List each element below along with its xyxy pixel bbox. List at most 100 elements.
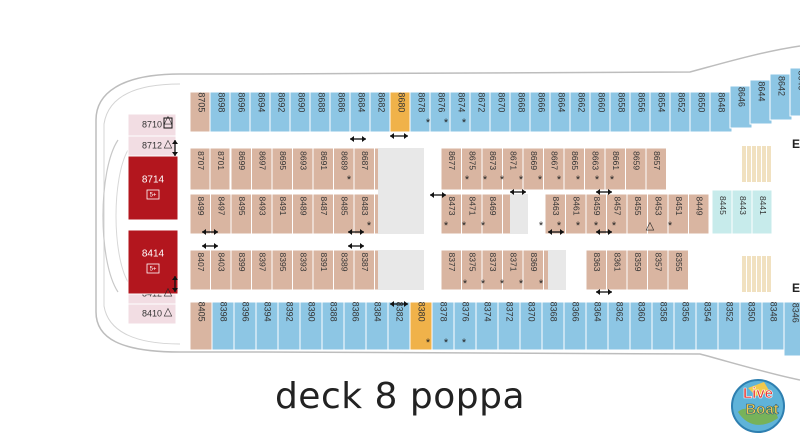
- cabin-8684[interactable]: 8684: [349, 91, 373, 133]
- cabin-8691[interactable]: 8691: [312, 147, 334, 191]
- cabin-8386[interactable]: 8386: [343, 301, 367, 351]
- cabin-8688[interactable]: 8688: [309, 91, 333, 133]
- cabin-8362[interactable]: 8362: [607, 301, 631, 351]
- cabin-8499[interactable]: 8499: [189, 193, 211, 235]
- cabin-8449[interactable]: 8449: [688, 193, 710, 235]
- cabin-8410[interactable]: 8410: [127, 303, 177, 325]
- cabin-8677[interactable]: 8677: [440, 147, 462, 191]
- cabin-8359[interactable]: 8359: [626, 249, 648, 291]
- cabin-8372[interactable]: 8372: [497, 301, 521, 351]
- cabin-8371[interactable]: 8371: [502, 249, 524, 291]
- cabin-8669[interactable]: 8669: [522, 147, 544, 191]
- cabin-8390[interactable]: 8390: [299, 301, 323, 351]
- cabin-8661[interactable]: 8661: [604, 147, 626, 191]
- cabin-8686[interactable]: 8686: [329, 91, 353, 133]
- cabin-8463[interactable]: 8463: [544, 193, 566, 235]
- cabin-8642[interactable]: 8642: [769, 73, 793, 121]
- cabin-8699[interactable]: 8699: [230, 147, 252, 191]
- cabin-8692[interactable]: 8692: [269, 91, 293, 133]
- cabin-8382[interactable]: 8382: [387, 301, 411, 351]
- cabin-8666[interactable]: 8666: [529, 91, 553, 133]
- cabin-8389[interactable]: 8389: [333, 249, 355, 291]
- cabin-8368[interactable]: 8368: [541, 301, 565, 351]
- cabin-8377[interactable]: 8377: [440, 249, 462, 291]
- cabin-8652[interactable]: 8652: [669, 91, 693, 133]
- cabin-8657[interactable]: 8657: [645, 147, 667, 191]
- cabin-8656[interactable]: 8656: [629, 91, 653, 133]
- cabin-8489[interactable]: 8489: [292, 193, 314, 235]
- cabin-8441[interactable]: 8441: [751, 189, 773, 235]
- cabin-8695[interactable]: 8695: [271, 147, 293, 191]
- cabin-8370[interactable]: 8370: [519, 301, 543, 351]
- cabin-8378[interactable]: 8378: [431, 301, 455, 351]
- cabin-8487[interactable]: 8487: [312, 193, 334, 235]
- cabin-8361[interactable]: 8361: [606, 249, 628, 291]
- cabin-8471[interactable]: 8471: [461, 193, 483, 235]
- cabin-8393[interactable]: 8393: [292, 249, 314, 291]
- cabin-8397[interactable]: 8397: [251, 249, 273, 291]
- cabin-8687[interactable]: 8687: [353, 147, 375, 191]
- cabin-8689[interactable]: 8689: [333, 147, 355, 191]
- cabin-8483[interactable]: 8483: [353, 193, 375, 235]
- cabin-8354[interactable]: 8354: [695, 301, 719, 351]
- cabin-8445[interactable]: 8445: [711, 189, 733, 235]
- cabin-8352[interactable]: 8352: [717, 301, 741, 351]
- cabin-8696[interactable]: 8696: [229, 91, 253, 133]
- cabin-8395[interactable]: 8395: [271, 249, 293, 291]
- cabin-8694[interactable]: 8694: [249, 91, 273, 133]
- cabin-8485[interactable]: 8485: [333, 193, 355, 235]
- cabin-8376[interactable]: 8376: [453, 301, 477, 351]
- cabin-8664[interactable]: 8664: [549, 91, 573, 133]
- cabin-8358[interactable]: 8358: [651, 301, 675, 351]
- cabin-8355[interactable]: 8355: [667, 249, 689, 291]
- cabin-8650[interactable]: 8650: [689, 91, 713, 133]
- cabin-8493[interactable]: 8493: [251, 193, 273, 235]
- cabin-8407[interactable]: 8407: [189, 249, 211, 291]
- cabin-8668[interactable]: 8668: [509, 91, 533, 133]
- cabin-8646[interactable]: 8646: [729, 85, 753, 129]
- cabin-8680[interactable]: 8680: [389, 91, 413, 133]
- cabin-8497[interactable]: 8497: [210, 193, 232, 235]
- cabin-8387[interactable]: 8387: [353, 249, 375, 291]
- cabin-8374[interactable]: 8374: [475, 301, 499, 351]
- cabin-8682[interactable]: 8682: [369, 91, 393, 133]
- cabin-8366[interactable]: 8366: [563, 301, 587, 351]
- cabin-8697[interactable]: 8697: [251, 147, 273, 191]
- cabin-8384[interactable]: 8384: [365, 301, 389, 351]
- cabin-8644[interactable]: 8644: [749, 79, 773, 125]
- cabin-8660[interactable]: 8660: [589, 91, 613, 133]
- cabin-8491[interactable]: 8491: [271, 193, 293, 235]
- cabin-8364[interactable]: 8364: [585, 301, 609, 351]
- cabin-8665[interactable]: 8665: [563, 147, 585, 191]
- cabin-8363[interactable]: 8363: [585, 249, 607, 291]
- cabin-8350[interactable]: 8350: [739, 301, 763, 351]
- cabin-8648[interactable]: 8648: [709, 91, 733, 133]
- cabin-8451[interactable]: 8451: [667, 193, 689, 235]
- cabin-8495[interactable]: 8495: [230, 193, 252, 235]
- cabin-8356[interactable]: 8356: [673, 301, 697, 351]
- cabin-8690[interactable]: 8690: [289, 91, 313, 133]
- cabin-8405[interactable]: 8405: [189, 301, 213, 351]
- cabin-8455[interactable]: 8455: [626, 193, 648, 235]
- cabin-8672[interactable]: 8672: [469, 91, 493, 133]
- cabin-8693[interactable]: 8693: [292, 147, 314, 191]
- cabin-8360[interactable]: 8360: [629, 301, 653, 351]
- cabin-8640[interactable]: 8640: [789, 67, 800, 117]
- cabin-8670[interactable]: 8670: [489, 91, 513, 133]
- cabin-8398[interactable]: 8398: [211, 301, 235, 351]
- cabin-8391[interactable]: 8391: [312, 249, 334, 291]
- cabin-8388[interactable]: 8388: [321, 301, 345, 351]
- cabin-8662[interactable]: 8662: [569, 91, 593, 133]
- cabin-8676[interactable]: 8676: [429, 91, 453, 133]
- cabin-8348[interactable]: 8348: [761, 301, 785, 351]
- cabin-8698[interactable]: 8698: [209, 91, 233, 133]
- cabin-8396[interactable]: 8396: [233, 301, 257, 351]
- cabin-8658[interactable]: 8658: [609, 91, 633, 133]
- cabin-8705[interactable]: 8705: [189, 91, 213, 133]
- cabin-8659[interactable]: 8659: [625, 147, 647, 191]
- cabin-8701[interactable]: 8701: [209, 147, 231, 191]
- cabin-8346[interactable]: 8346: [783, 301, 800, 357]
- cabin-8443[interactable]: 8443: [731, 189, 753, 235]
